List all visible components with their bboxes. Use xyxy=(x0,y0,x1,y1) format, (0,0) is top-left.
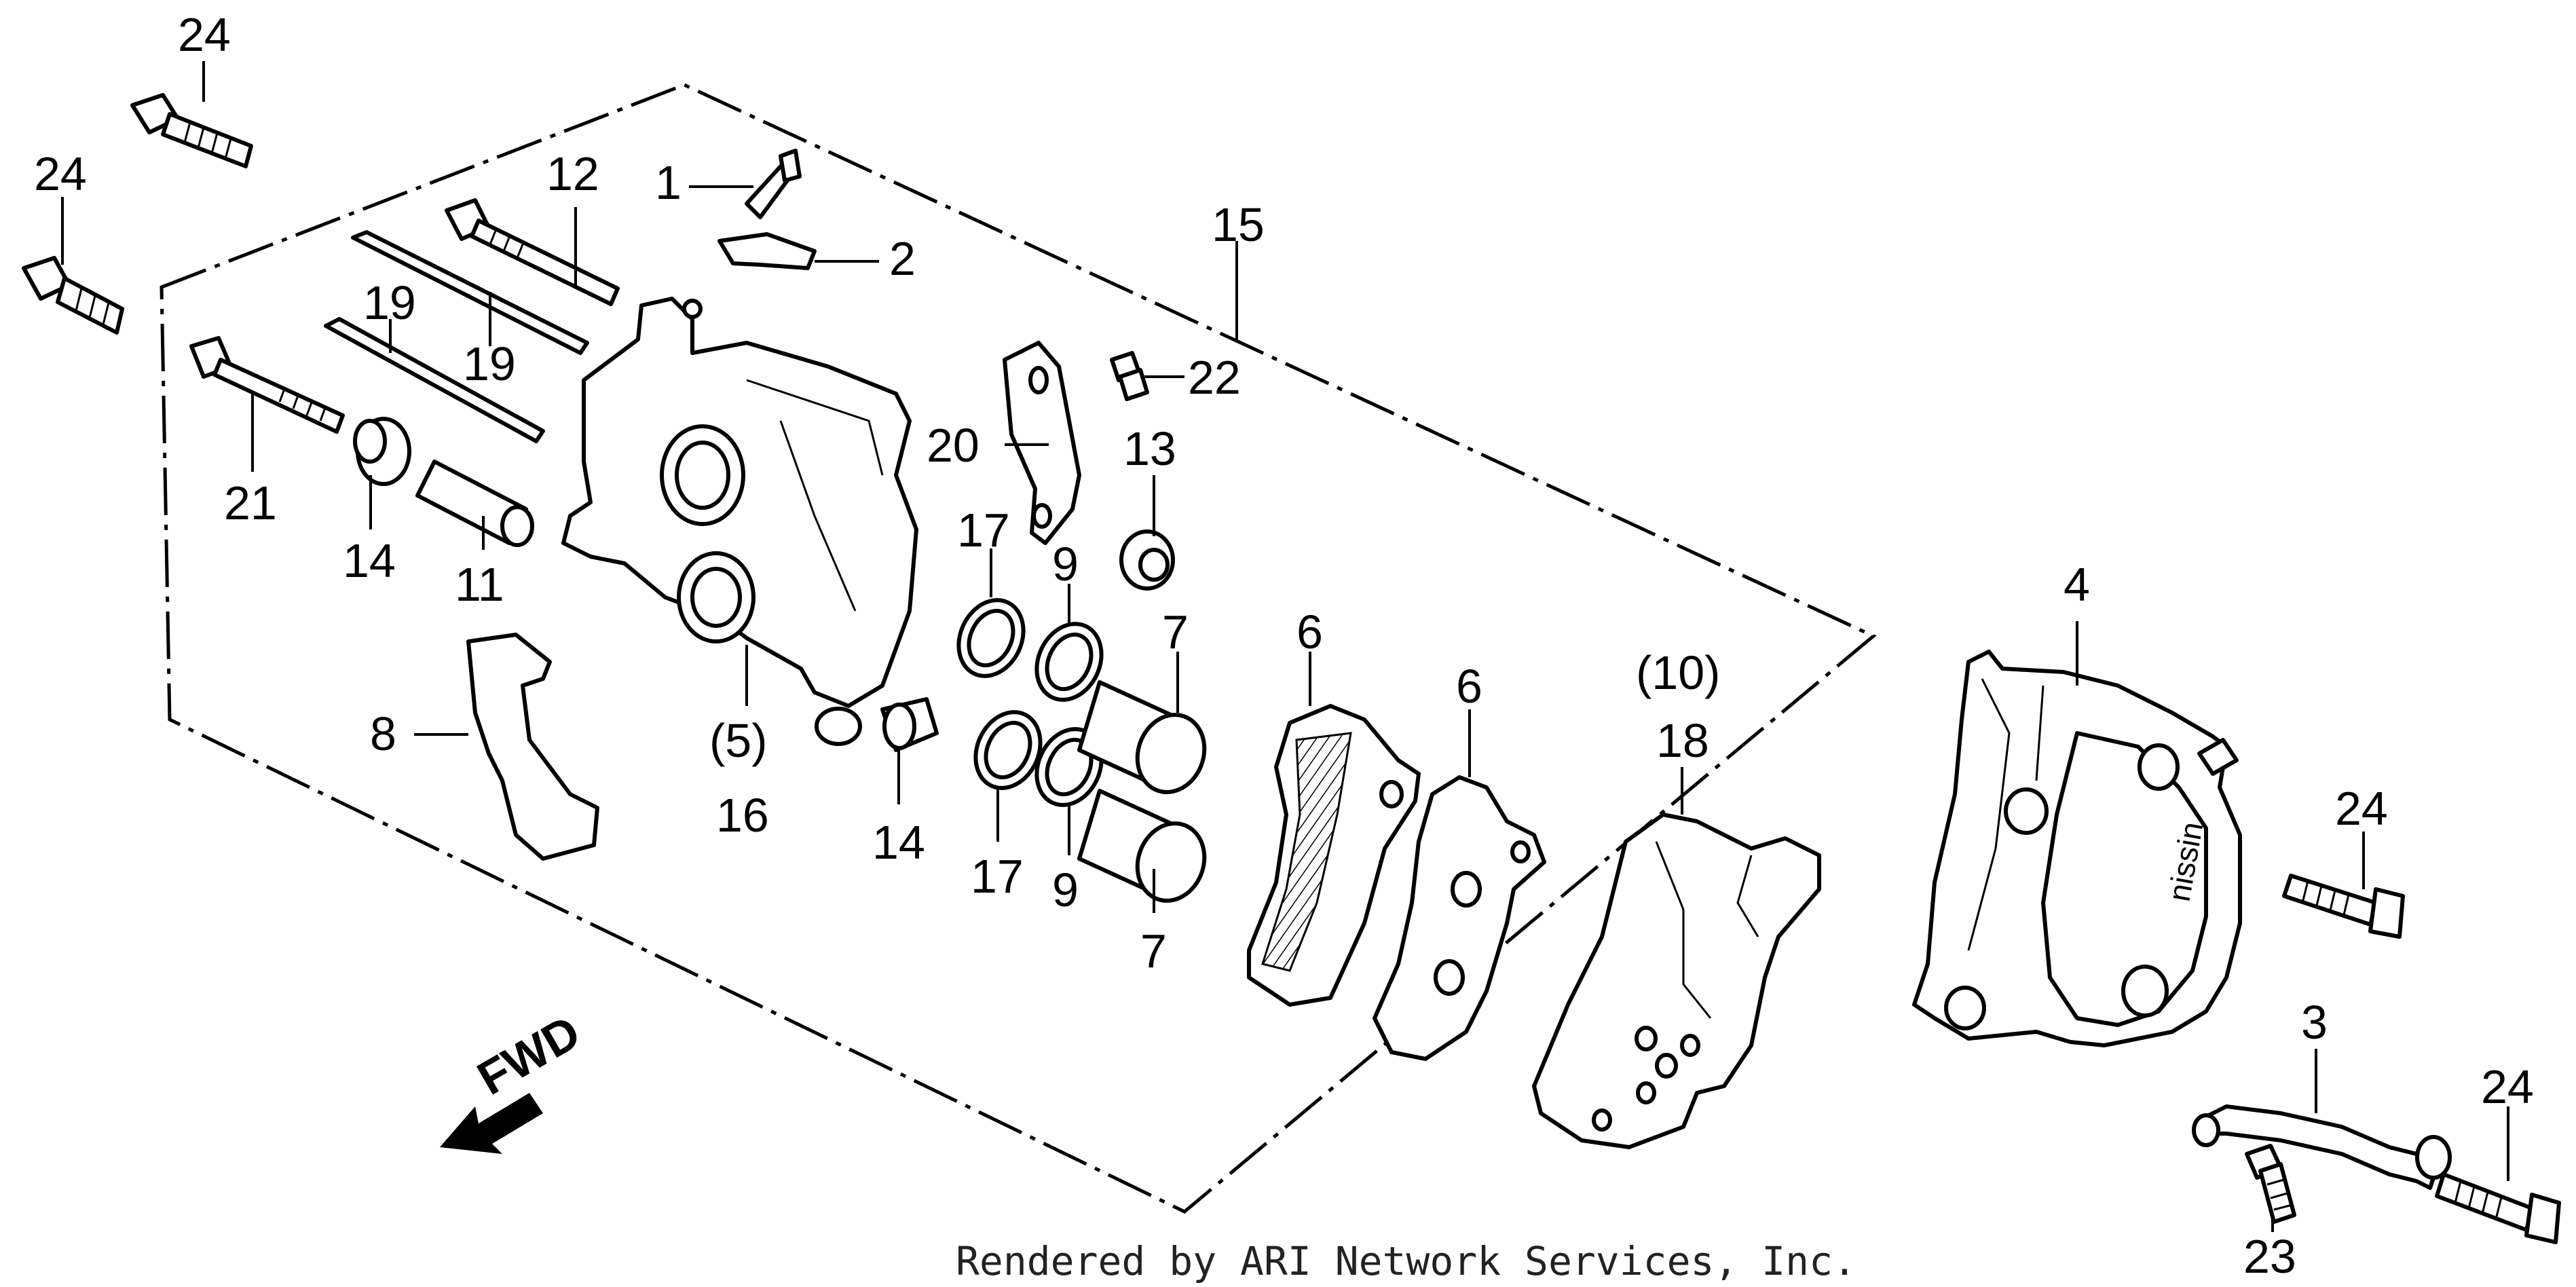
label-17: 17 xyxy=(957,504,1010,557)
label-8: 8 xyxy=(370,707,396,760)
label-19: 19 xyxy=(363,276,416,329)
hose-clip-3[interactable] xyxy=(2192,1104,2452,1190)
plug-13[interactable] xyxy=(1119,529,1175,591)
bolt-24-right-upper[interactable] xyxy=(2282,874,2405,939)
fwd-label: FWD xyxy=(469,1005,589,1105)
label-2: 2 xyxy=(889,232,916,285)
label-20: 20 xyxy=(927,419,979,472)
label-7: 7 xyxy=(1140,925,1167,977)
render-credit: Rendered by ARI Network Services, Inc. xyxy=(956,1238,1856,1284)
label-12: 12 xyxy=(546,147,599,200)
label-9: 9 xyxy=(1052,538,1079,591)
piston-7-upper[interactable] xyxy=(1077,680,1215,802)
label-16: 16 xyxy=(716,789,769,842)
label-24: 24 xyxy=(178,8,231,61)
label-14: 14 xyxy=(872,816,925,869)
label-24: 24 xyxy=(2481,1060,2534,1113)
seal-17-lower[interactable] xyxy=(964,701,1053,798)
label-15: 15 xyxy=(1212,198,1265,251)
bolt-24-right-lower[interactable] xyxy=(2435,1172,2561,1244)
label-10: (10) xyxy=(1636,646,1720,699)
bushing-14-left[interactable] xyxy=(353,417,411,486)
label-1: 1 xyxy=(655,156,682,209)
caliper-bracket-18[interactable] xyxy=(1532,813,1821,1149)
forward-direction-arrow: FWD xyxy=(440,1005,589,1154)
label-17: 17 xyxy=(971,850,1024,903)
bolt-24-top[interactable] xyxy=(130,93,253,168)
label-13: 13 xyxy=(1123,422,1176,475)
pad-retainer-20[interactable] xyxy=(1003,341,1081,545)
label-3: 3 xyxy=(2301,996,2328,1049)
bolt-12[interactable] xyxy=(445,198,620,306)
label-6: 6 xyxy=(1456,660,1482,713)
pin-19-lower[interactable] xyxy=(324,317,545,443)
caliper-assembly-4[interactable]: nissin xyxy=(1912,650,2242,1047)
pin-19-upper[interactable] xyxy=(351,230,589,355)
brake-pad-6-left[interactable] xyxy=(1247,704,1421,1007)
assembly-outline xyxy=(160,83,1877,1214)
brake-pad-6-right[interactable] xyxy=(1373,775,1546,1061)
label-6: 6 xyxy=(1296,605,1323,658)
caliper-body-5[interactable] xyxy=(561,297,918,746)
bushing-14-right[interactable] xyxy=(880,697,939,752)
label-24: 24 xyxy=(2335,782,2388,835)
label-14: 14 xyxy=(343,534,396,587)
bleeder-cap-2[interactable] xyxy=(717,232,817,270)
piston-7-lower[interactable] xyxy=(1077,789,1215,910)
leader-lines xyxy=(61,61,2509,1232)
seal-9-upper[interactable] xyxy=(1025,613,1114,710)
label-4: 4 xyxy=(2064,558,2090,611)
label-21: 21 xyxy=(224,477,277,529)
part-labels: 24 24 1 2 12 15 22 20 13 19 19 21 14 11 … xyxy=(34,8,2534,1283)
label-5: (5) xyxy=(709,714,768,767)
label-9: 9 xyxy=(1052,863,1079,916)
seal-17-upper[interactable] xyxy=(947,589,1036,686)
bolt-23[interactable] xyxy=(2245,1144,2296,1224)
label-24: 24 xyxy=(34,147,87,200)
label-22: 22 xyxy=(1188,351,1241,404)
bolt-24-left[interactable] xyxy=(22,256,124,335)
label-7: 7 xyxy=(1162,605,1189,658)
label-18: 18 xyxy=(1656,714,1709,767)
label-23: 23 xyxy=(2243,1230,2296,1283)
pad-spring-8[interactable] xyxy=(466,633,599,861)
label-11: 11 xyxy=(455,558,504,611)
bolt-21[interactable] xyxy=(189,336,345,434)
bleeder-valve-1[interactable] xyxy=(745,149,802,219)
label-19: 19 xyxy=(463,337,516,390)
sleeve-11[interactable] xyxy=(415,460,534,547)
